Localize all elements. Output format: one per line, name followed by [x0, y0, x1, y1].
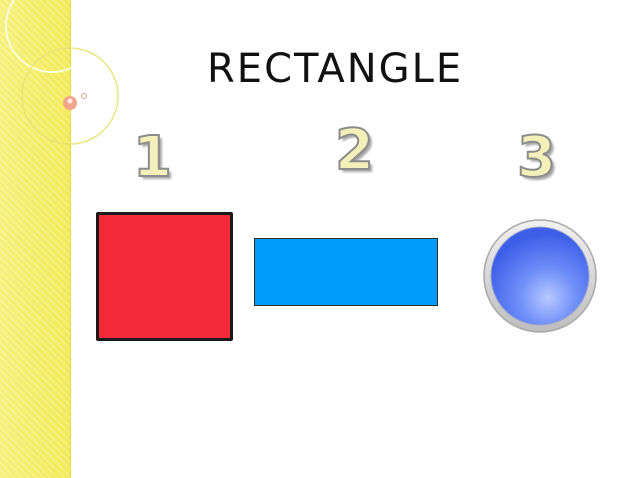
blue-rectangle-shape	[254, 238, 438, 306]
blue-circle-shape	[483, 219, 597, 333]
number-3: 3	[516, 125, 557, 190]
decorative-rings	[5, 0, 119, 145]
number-2: 2	[334, 118, 375, 183]
red-square-shape	[96, 212, 233, 341]
slide-title: RECTANGLE	[207, 46, 464, 92]
left-decorative-band	[0, 0, 71, 478]
number-1: 1	[132, 125, 173, 190]
small-ring	[81, 93, 87, 99]
